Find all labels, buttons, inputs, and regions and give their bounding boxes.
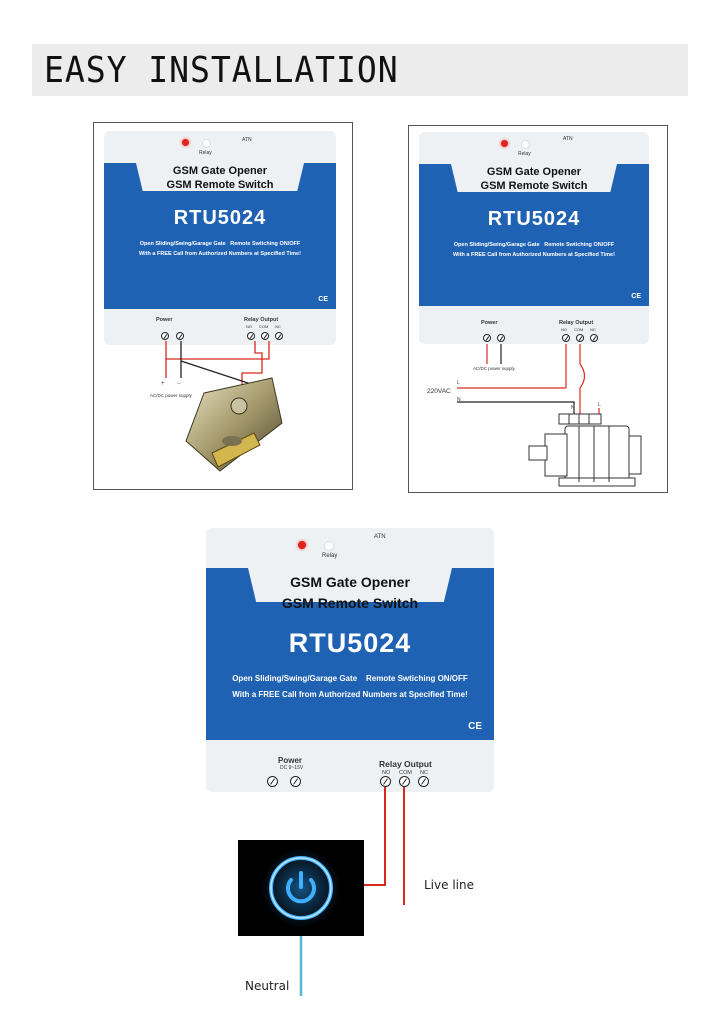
atn-label: ATN (242, 137, 252, 143)
device-title-line2: GSM Remote Switch (480, 180, 588, 192)
device-title-line2: GSM Remote Switch (166, 179, 274, 191)
relay-no-terminal (562, 334, 570, 342)
nc-label: NC (590, 327, 596, 332)
power-label: Power (156, 317, 173, 323)
device-panel: Relay ATN GSM Gate Opener GSM Remote Swi… (104, 131, 336, 345)
power-minus-terminal (290, 776, 301, 787)
no-label: NO (382, 770, 391, 776)
relay-led-icon (324, 541, 334, 551)
wiring-diagram-1 (165, 341, 270, 401)
plus-mark: + (161, 381, 165, 387)
relay-led-label: Relay (199, 150, 212, 156)
device-panel: Relay ATN GSM Gate Opener GSM Remote Swi… (419, 132, 649, 344)
device-title-line1: GSM Gate Opener (486, 166, 582, 178)
device-model: RTU5024 (173, 207, 267, 229)
relay-led-icon (202, 139, 211, 148)
device-title-line1: GSM Gate Opener (172, 165, 268, 177)
relay-no-terminal (247, 332, 255, 340)
voltage-label: 220VAC (427, 388, 451, 395)
n-label: N (457, 397, 461, 403)
relay-led-label: Relay (322, 553, 338, 559)
device-panel-large: Relay ATN GSM Gate Opener GSM Remote Swi… (206, 528, 494, 792)
live-line-label: Live line (424, 878, 474, 892)
ce-mark-icon: CE (318, 296, 328, 303)
switch-panel (238, 840, 364, 936)
page-title: EASY INSTALLATION (44, 50, 399, 91)
motor-n-label: N (571, 405, 575, 411)
device-desc-left: Open Sliding/Swing/Garage Gate (139, 241, 226, 247)
motor-l-label: L (598, 402, 601, 408)
nc-label: NC (420, 770, 428, 776)
device-title-line2: GSM Remote Switch (281, 595, 419, 611)
l-label: L (457, 380, 460, 386)
signal-led-icon (182, 139, 189, 146)
ce-mark-icon: CE (468, 721, 482, 732)
device-title-line1: GSM Gate Opener (290, 574, 410, 590)
device-model: RTU5024 (487, 208, 581, 230)
atn-label: ATN (374, 534, 386, 540)
wiring-diagram-2 (457, 344, 642, 487)
nc-label: NC (275, 324, 281, 329)
device-desc-right: Remote Swtiching ON/OFF (366, 674, 468, 683)
signal-led-icon (298, 541, 306, 549)
power-minus-terminal (497, 334, 505, 342)
supply-label-2: AC/DC power supply (473, 366, 515, 371)
com-label: COM (574, 327, 584, 332)
relay-output-label: Relay Output (379, 759, 432, 769)
diagram-electric-lock: Relay ATN GSM Gate Opener GSM Remote Swi… (93, 122, 353, 490)
header-bar: EASY INSTALLATION (32, 44, 688, 96)
signal-led-icon (501, 140, 508, 147)
power-plus-terminal (161, 332, 169, 340)
com-label: COM (399, 770, 412, 776)
device-front-label: GSM Gate Opener GSM Remote Switch RTU502… (104, 163, 336, 309)
device-desc-right: Remote Swtiching ON/OFF (544, 242, 615, 248)
device-desc-left: Open Sliding/Swing/Garage Gate (453, 242, 540, 248)
no-label: NO (561, 327, 567, 332)
relay-com-terminal (576, 334, 584, 342)
atn-label: ATN (563, 136, 573, 142)
power-label: Power (278, 756, 303, 765)
power-button-icon (261, 848, 341, 928)
device-front-label: GSM Gate Opener GSM Remote Switch RTU502… (206, 568, 494, 740)
relay-nc-terminal (590, 334, 598, 342)
power-plus-terminal (267, 776, 278, 787)
device-desc-2: With a FREE Call from Authorized Numbers… (453, 252, 615, 258)
relay-com-terminal (261, 332, 269, 340)
power-plus-terminal (483, 334, 491, 342)
relay-no-terminal (380, 776, 391, 787)
minus-mark: − (177, 381, 181, 387)
neutral-label: Neutral (245, 979, 290, 993)
diagram-motor: Relay ATN GSM Gate Opener GSM Remote Swi… (408, 125, 668, 493)
relay-com-terminal (399, 776, 410, 787)
no-label: NO (246, 324, 252, 329)
power-minus-terminal (176, 332, 184, 340)
device-desc-right: Remote Swtiching ON/OFF (230, 241, 301, 247)
device-desc-2: With a FREE Call from Authorized Numbers… (139, 251, 301, 257)
relay-led-icon (521, 140, 530, 149)
relay-output-label: Relay Output (559, 320, 594, 326)
ce-mark-icon: CE (631, 293, 641, 300)
relay-output-label: Relay Output (244, 317, 279, 323)
supply-label-1: AC/DC power supply (150, 393, 192, 398)
motor-icon (528, 425, 642, 487)
device-desc-2: With a FREE Call from Authorized Numbers… (232, 690, 468, 699)
power-sub-label: DC 9~15V (280, 765, 304, 771)
relay-nc-terminal (418, 776, 429, 787)
power-label: Power (481, 320, 498, 326)
relay-nc-terminal (275, 332, 283, 340)
device-desc-left: Open Sliding/Swing/Garage Gate (232, 674, 358, 683)
com-label: COM (259, 324, 269, 329)
device-model: RTU5024 (288, 628, 412, 658)
device-front-label: GSM Gate Opener GSM Remote Switch RTU502… (419, 164, 649, 306)
electric-lock-icon (185, 377, 283, 472)
relay-led-label: Relay (518, 151, 531, 157)
